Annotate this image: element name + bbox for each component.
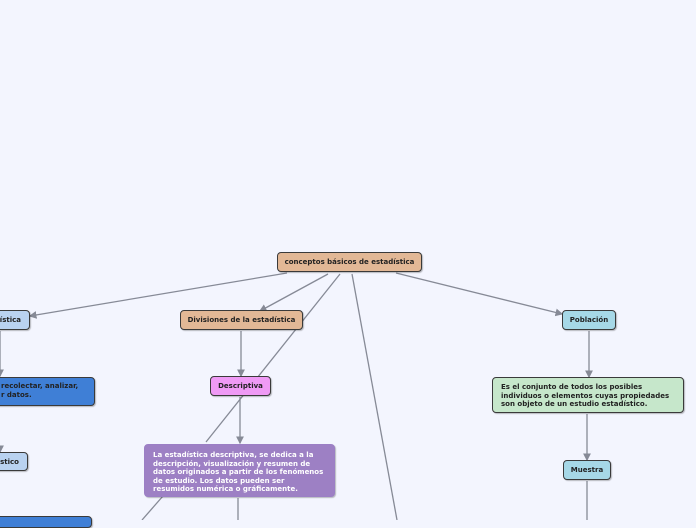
link-root-bottom xyxy=(351,273,398,520)
link-root-lower xyxy=(205,273,341,443)
poblacion-definition-node[interactable]: Es el conjunto de todos los posibles ind… xyxy=(492,377,684,413)
muestra-node[interactable]: Muestra xyxy=(563,460,611,480)
estadistica-node[interactable]: dística xyxy=(0,310,30,330)
recolectar-node[interactable]: recolectar, analizar, r datos. xyxy=(0,377,95,406)
root-label: conceptos básicos de estadística xyxy=(284,258,415,266)
muestra-label: Muestra xyxy=(570,466,604,474)
estico-node[interactable]: stico xyxy=(0,452,28,471)
divisiones-node[interactable]: Divisiones de la estadística xyxy=(180,310,303,330)
recolectar-label: recolectar, analizar, r datos. xyxy=(1,382,79,399)
estadistica-label: dística xyxy=(0,316,21,324)
link-lower-continue xyxy=(141,495,164,520)
bottom-left-node-edge[interactable] xyxy=(0,516,92,528)
descriptiva-node[interactable]: Descriptiva xyxy=(210,376,271,396)
link-root-estadistica xyxy=(28,272,288,319)
poblacion-definition-text: Es el conjunto de todos los posibles ind… xyxy=(501,383,670,408)
link-root-divisiones xyxy=(258,273,329,312)
poblacion-node[interactable]: Población xyxy=(562,310,616,330)
divisiones-label: Divisiones de la estadística xyxy=(187,316,296,324)
poblacion-label: Población xyxy=(569,316,609,324)
descriptiva-definition-text: La estadística descriptiva, se dedica a … xyxy=(153,451,324,493)
root-node[interactable]: conceptos básicos de estadística xyxy=(277,252,422,272)
link-root-poblacion xyxy=(395,272,564,317)
estico-label: stico xyxy=(0,457,19,466)
descriptiva-label: Descriptiva xyxy=(218,382,263,390)
descriptiva-definition-node[interactable]: La estadística descriptiva, se dedica a … xyxy=(144,444,335,497)
